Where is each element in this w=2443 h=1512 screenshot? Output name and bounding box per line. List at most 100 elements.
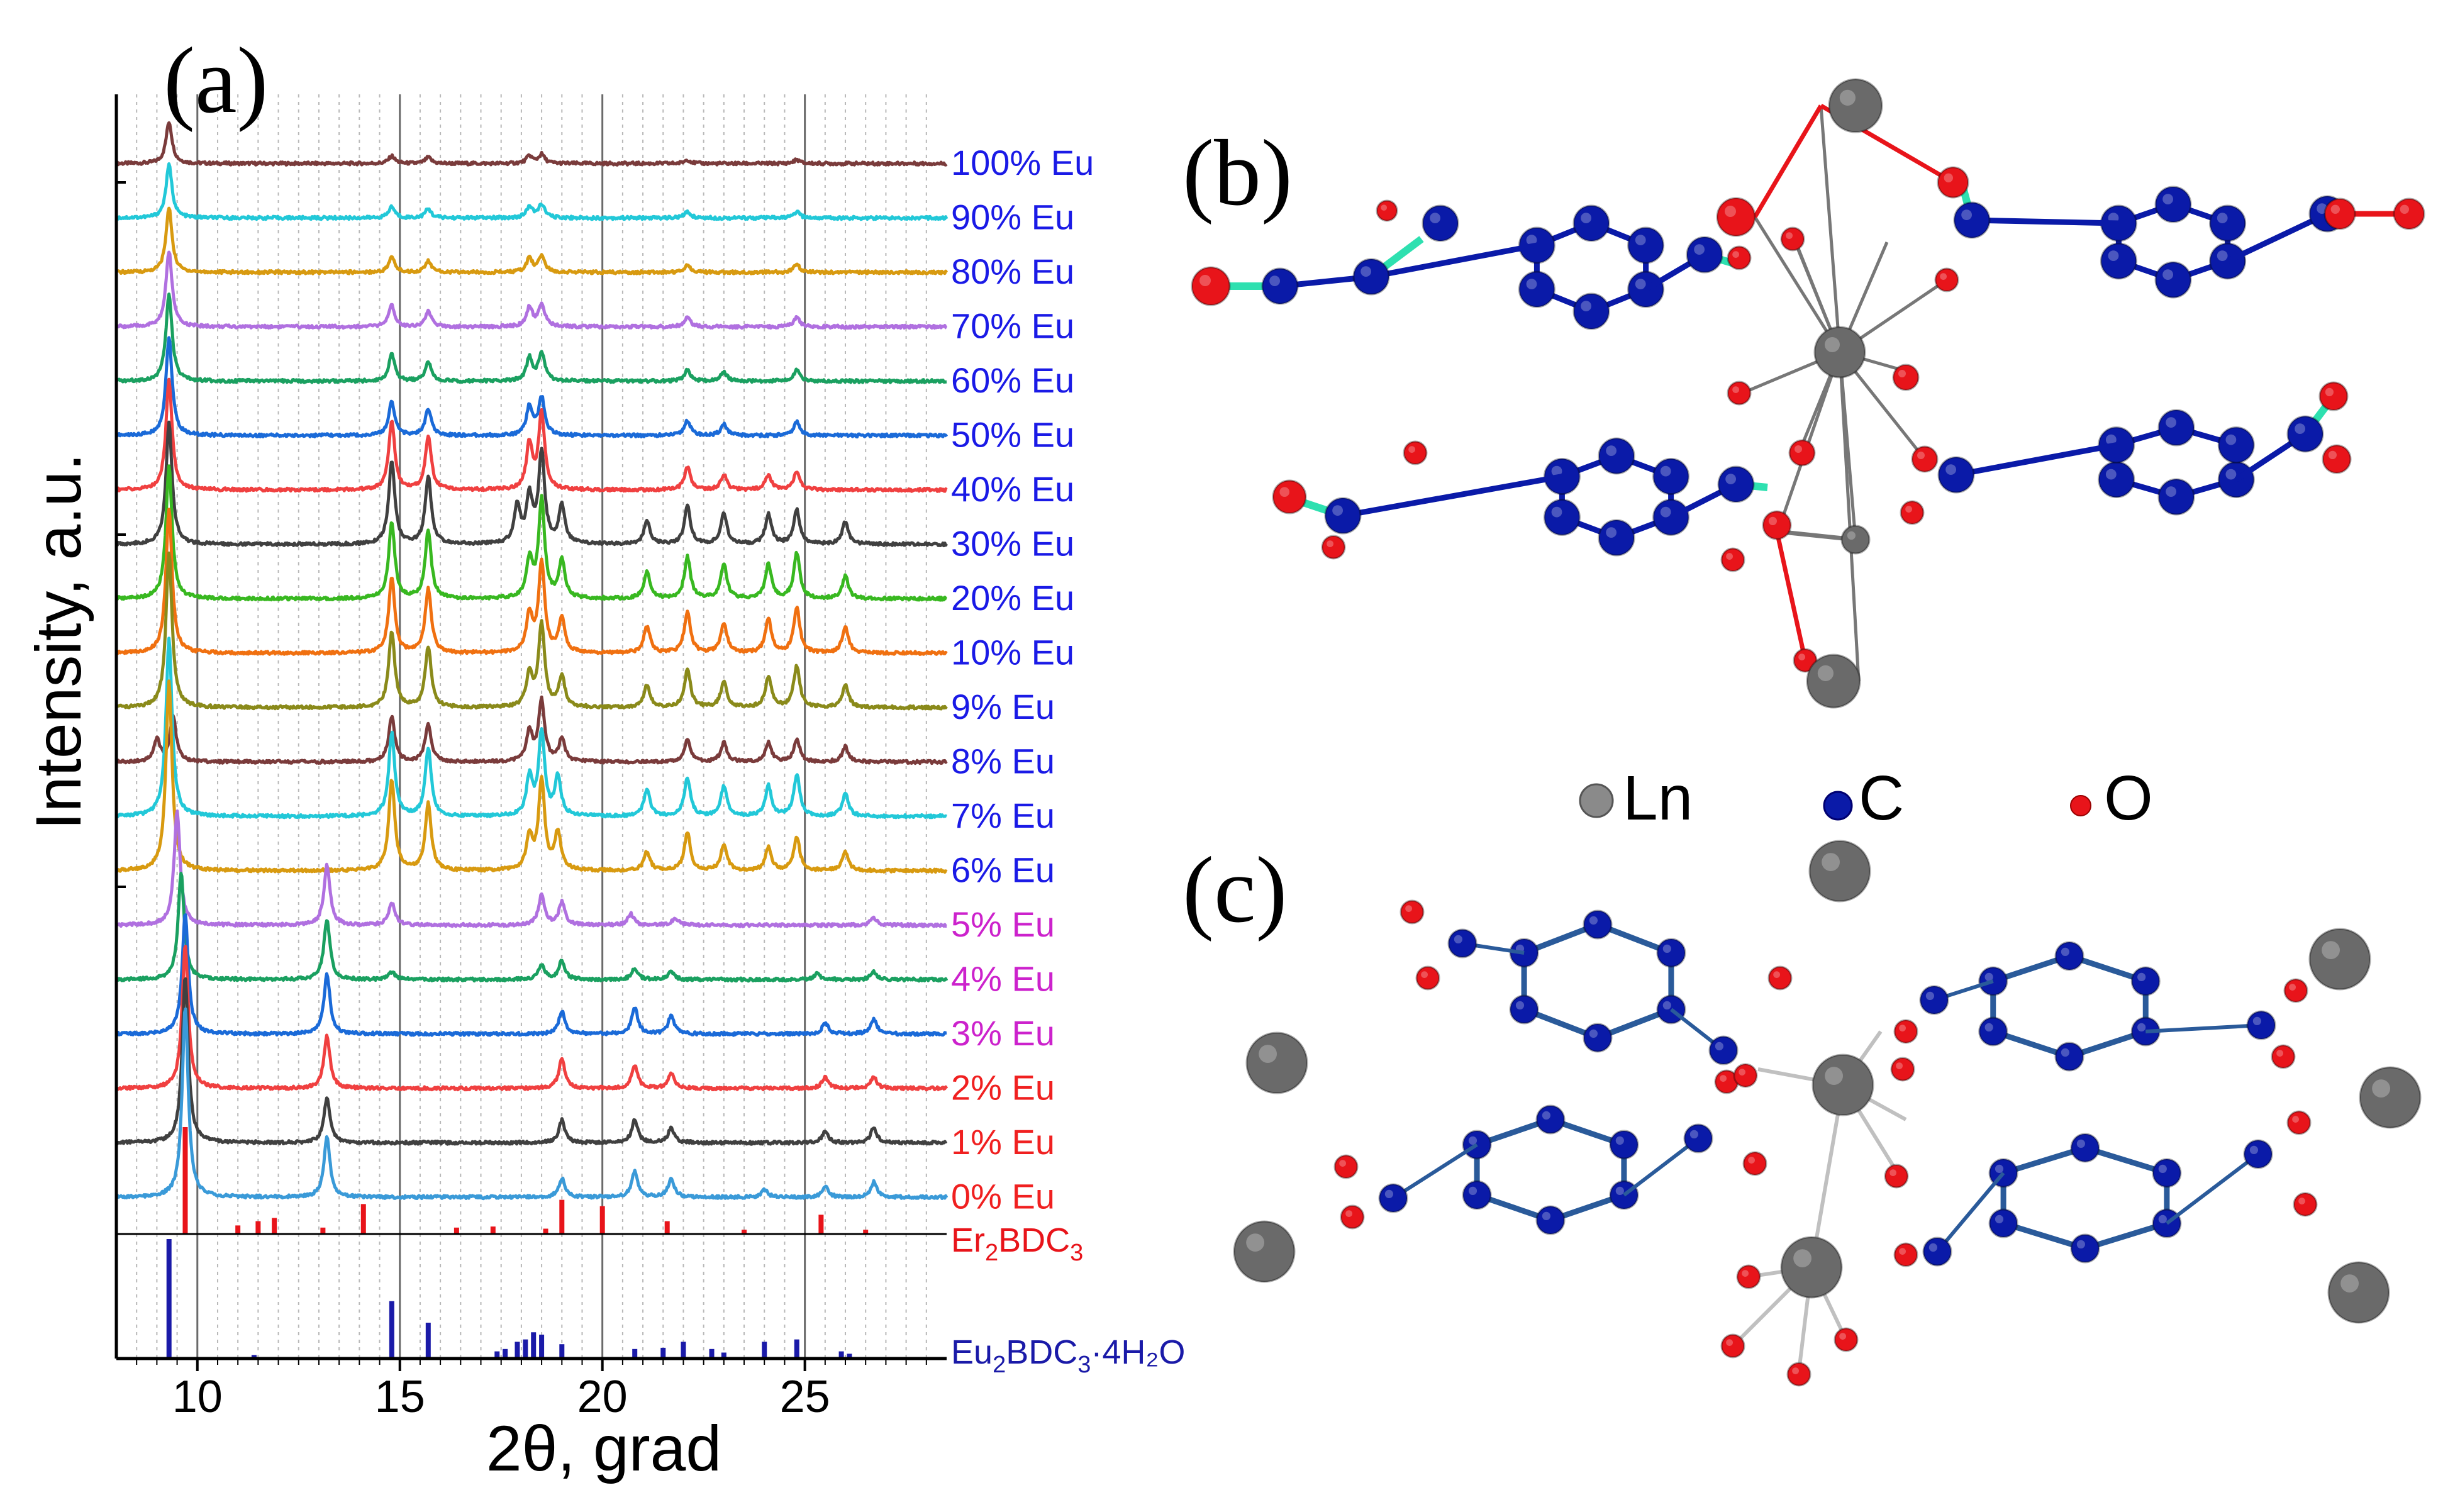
atom-highlight [1269,275,1280,286]
oxygen-atom [1767,965,1793,991]
series-line [116,336,949,439]
atom-highlight [1259,1045,1277,1063]
carbon-atom [1462,1180,1492,1210]
carbon-atom [1953,201,1991,239]
oxygen-atom [1762,510,1792,540]
reference-sticks [166,1127,869,1359]
legend-label-c: C [1859,763,1904,833]
atom-highlight [1773,971,1781,978]
series-line [114,464,947,602]
carbon-atom [2070,1233,2100,1264]
oxygen-atom [1780,226,1805,252]
atom-highlight [2322,941,2340,959]
bond [1819,105,1842,353]
series-line [115,679,948,874]
y-axis-ticks [116,181,126,888]
atom-highlight [2158,1164,2167,1173]
series-label: 40% Eu [951,469,1074,509]
series-label: 80% Eu [951,252,1074,291]
series-label: 9% Eu [951,687,1055,726]
atom-highlight [1928,1243,1937,1252]
series-line [114,420,949,548]
atom-highlight [1332,505,1344,516]
oxygen-atom [1893,1019,1918,1044]
series-label: 2% Eu [951,1068,1055,1108]
oxygen-atom [2323,197,2356,230]
series-label: 6% Eu [951,850,1055,890]
series-label: 10% Eu [951,633,1074,672]
atom-highlight [2292,1116,2300,1123]
bond [2166,1152,2259,1225]
atom-highlight [2249,1145,2258,1154]
atom-highlight [1726,553,1733,560]
atom-highlight [1381,204,1387,211]
atom-highlight [1635,235,1646,245]
oxygen-atom [1911,445,1939,473]
bond [1971,217,2119,226]
oxygen-atom [1272,479,1307,514]
atom-highlight [1742,1270,1749,1277]
atom-highlight [1726,1339,1733,1347]
atom-highlight [2252,1016,2261,1025]
lanthanide-atom [1811,1053,1874,1116]
lanthanide-atom [2359,1066,2422,1129]
atom-highlight [1581,301,1592,311]
series-label: 7% Eu [951,796,1055,835]
atom-highlight [2225,434,2237,445]
atom-highlight [1786,232,1793,239]
atom-highlight [2061,947,2069,956]
atom-highlight [2298,1198,2306,1204]
lanthanide-atom [2308,928,2371,991]
oxygen-atom [1733,1063,1758,1088]
atom-highlight [1945,464,1957,475]
panel-label-a: (a) [164,28,268,133]
c-atom-swatch [1823,791,1853,821]
carbon-atom [1937,456,1975,494]
carbon-atom [1598,437,1635,475]
carbon-atom [1352,258,1390,296]
oxygen-atom [1893,1242,1918,1267]
atom-highlight [2166,486,2177,497]
atom-highlight [1899,1025,1906,1031]
carbon-atom [1535,1104,1566,1135]
oxygen-atom [1727,245,1752,270]
bond [1753,216,1842,353]
oxygen-atom [1793,648,1818,673]
oxygen-atom [2293,1192,2318,1217]
carbon-atom [2209,204,2247,242]
atom-highlight [2325,387,2334,397]
bond [2226,211,2329,264]
atom-highlight [1896,1062,1903,1069]
atom-highlight [1822,853,1840,871]
atom-highlight [1925,991,1934,1000]
panel-c-structure: (c) [1183,838,2422,1387]
carbon-atom [1717,465,1755,503]
atom-highlight [1246,1233,1264,1252]
atom-highlight [2328,450,2337,460]
carbon-atom [1535,1205,1566,1235]
atom-highlight [2217,213,2228,223]
atom-highlight [1689,1130,1698,1138]
series-line [116,551,948,711]
carbon-atom [1518,270,1555,308]
series-label: 1% Eu [951,1122,1055,1162]
atom-highlight [2330,204,2340,214]
atom-highlight [1345,1210,1353,1217]
carbon-atom [2130,966,2161,996]
atom-highlight [1384,1189,1393,1198]
carbon-atom [1978,1016,2008,1047]
atom-highlight [2158,1215,2167,1223]
series-line [115,636,947,820]
atom-highlight [1720,1075,1727,1082]
atom-highlight [1768,516,1777,526]
lanthanide-atom [1245,1031,1308,1094]
bond [1810,1084,1845,1268]
atom-highlight [2076,1139,2085,1148]
series-line [115,292,947,384]
atom-highlight [1660,465,1671,477]
oxygen-atom [1333,1154,1359,1179]
oxygen-atom [1415,965,1440,991]
oxygen-atom [1400,899,1425,925]
atom-highlight [1817,665,1834,681]
